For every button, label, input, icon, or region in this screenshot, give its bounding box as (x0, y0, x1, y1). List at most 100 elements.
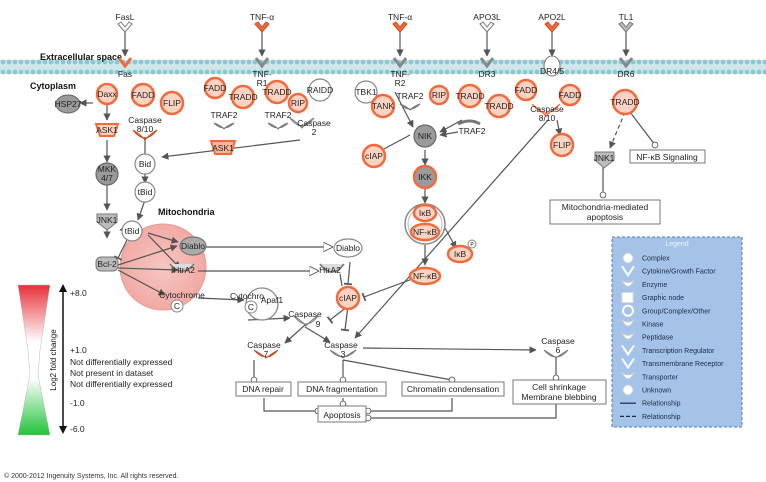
svg-text:TRADD: TRADD (484, 101, 513, 111)
box-cell-shrinkage[interactable]: Cell shrinkage Membrane blebbing (512, 379, 607, 405)
box-dna-repair[interactable]: DNA repair (235, 381, 292, 397)
ligand-apo3l[interactable]: APO3L (473, 12, 501, 33)
svg-text:Relationship: Relationship (642, 401, 681, 408)
node-diablo-1[interactable]: Diablo (179, 236, 207, 256)
node-tbk1[interactable]: TBK1 (354, 80, 378, 104)
ligand-tnfa-1[interactable]: TNF-α (250, 12, 274, 33)
fold-change-scale: Log2 fold change +8.0 +1.0 Not different… (17, 284, 173, 436)
svg-text:Apaf1: Apaf1 (261, 295, 283, 305)
receptor-dr45[interactable]: DR4/5 (540, 55, 564, 77)
node-jnk1-b[interactable]: JNK1 (594, 151, 615, 169)
node-ciap-1[interactable]: cIAP (361, 143, 387, 169)
node-nik[interactable]: NIK (413, 124, 437, 148)
node-tank[interactable]: TANK (370, 93, 396, 119)
svg-text:NIK: NIK (418, 131, 433, 141)
svg-text:APO2L: APO2L (538, 12, 566, 22)
svg-text:2: 2 (312, 127, 317, 137)
node-traf2-b[interactable]: TRAF2 (211, 110, 238, 130)
svg-text:MKK: MKK (98, 164, 117, 174)
legend-item: Group/Complex/Other (622, 304, 711, 317)
svg-text:FLIP: FLIP (163, 98, 181, 108)
receptor-tnfr1[interactable]: TNF- R1 (252, 57, 272, 88)
node-caspase-7[interactable]: Caspase 7 (247, 340, 281, 359)
node-tradd-5[interactable]: TRADD (610, 88, 640, 116)
node-ikb-1[interactable]: IκB (412, 203, 438, 223)
node-tbid-2[interactable]: tBid (121, 220, 143, 242)
node-daxx[interactable]: Daxx (95, 82, 119, 106)
node-ciap-2[interactable]: cIAP (335, 285, 361, 311)
node-tbid-1[interactable]: tBid (134, 181, 156, 203)
box-apoptosis[interactable]: Apoptosis (317, 405, 367, 423)
legend-item: Transcription Regulator (621, 344, 715, 357)
ligand-tl1[interactable]: TL1 (618, 12, 634, 33)
node-caspase-9[interactable]: Caspase 9 (288, 309, 322, 329)
node-fadd-1[interactable]: FADD (130, 82, 156, 108)
node-caspase-810-b[interactable]: Caspase 8/10 (530, 103, 564, 123)
box-dna-fragmentation[interactable]: DNA fragmentation (297, 381, 387, 397)
node-rip-1[interactable]: RIP (287, 92, 309, 114)
node-fadd-3[interactable]: FADD (515, 78, 538, 102)
node-caspase-3[interactable]: Caspase 3 (324, 340, 358, 359)
svg-text:tBid: tBid (125, 226, 140, 236)
ligand-fasl[interactable]: FasL (116, 12, 135, 33)
box-mito-apoptosis[interactable]: Mitochondria-mediated apoptosis (549, 199, 661, 225)
ligand-apo2l[interactable]: APO2L (538, 12, 566, 33)
node-flip-1[interactable]: FLIP (159, 90, 185, 116)
svg-text:Group/Complex/Other: Group/Complex/Other (642, 308, 711, 315)
node-hsp27[interactable]: HSP27 (55, 94, 82, 114)
scale-tick-5: Not differentially expressed (70, 379, 173, 389)
node-tradd-3[interactable]: TRADD (455, 83, 485, 109)
node-fadd-2[interactable]: FADD (204, 76, 227, 100)
node-rip-2[interactable]: RIP (428, 84, 450, 106)
node-caspase-6[interactable]: Caspase 6 (541, 336, 575, 359)
receptor-dr6[interactable]: DR6 (617, 57, 635, 79)
node-raidd[interactable]: RAIDD (307, 78, 333, 102)
legend-item: Transmembrane Receptor (621, 358, 724, 370)
node-caspase-810-a[interactable]: Caspase 8/10 (128, 115, 162, 141)
node-htra2-a[interactable]: HtrA2 (169, 263, 195, 275)
node-ask1-b[interactable]: ASK1 (209, 140, 237, 155)
receptor-fas[interactable]: Fas (117, 57, 133, 79)
node-bcl2[interactable]: Bcl-2 (95, 256, 119, 272)
svg-text:NF-κB: NF-κB (413, 271, 437, 281)
node-traf2-a[interactable]: TRAF2 (397, 91, 424, 111)
node-cytochrome-c-1[interactable]: Cytochrome C (159, 290, 205, 313)
receptor-dr3[interactable]: DR3 (478, 57, 496, 79)
node-ikb-2[interactable]: IκB P (446, 239, 477, 264)
node-nfkb-2[interactable]: NF-κB (408, 266, 442, 286)
node-traf2-c[interactable]: TRAF2 (265, 110, 292, 130)
node-diablo-2[interactable]: Diablo (333, 238, 363, 258)
node-caspase-2[interactable]: Caspase 2 (289, 117, 331, 137)
receptor-tnfr2[interactable]: TNF- R2 (390, 57, 410, 88)
node-tradd-2[interactable]: TRADD (262, 79, 292, 105)
svg-text:TNF-α: TNF-α (388, 12, 412, 22)
node-jnk1-a[interactable]: JNK1 (96, 213, 118, 231)
svg-text:ASK1: ASK1 (96, 125, 118, 135)
scale-tick-6: -1.0 (70, 398, 85, 408)
node-traf2-d[interactable]: TRAF2 (457, 119, 486, 136)
node-ask1-a[interactable]: ASK1 (94, 123, 120, 137)
svg-text:TRADD: TRADD (228, 92, 257, 102)
node-tradd-4[interactable]: TRADD (484, 93, 514, 119)
box-nfkb-signaling[interactable]: NF-κB Signaling (629, 149, 706, 164)
ligand-tnfa-2[interactable]: TNF-α (388, 12, 412, 33)
legend-item: Cytokine/Growth Factor (621, 265, 716, 278)
svg-text:TL1: TL1 (619, 12, 634, 22)
svg-text:Membrane blebbing: Membrane blebbing (521, 392, 596, 402)
node-bid[interactable]: Bid (134, 153, 156, 175)
svg-text:TRAF2: TRAF2 (459, 126, 486, 136)
svg-text:TRAF2: TRAF2 (397, 91, 424, 101)
node-fadd-4[interactable]: FADD (559, 83, 582, 107)
svg-text:3: 3 (341, 349, 346, 359)
node-apoptosome[interactable]: Cytochro C Apaf1 (230, 287, 283, 321)
svg-text:C: C (248, 302, 254, 312)
svg-text:Caspase: Caspase (541, 336, 575, 346)
node-mkk47[interactable]: MKK 4/7 (95, 162, 119, 186)
node-nfkb-1[interactable]: NF-κB (409, 222, 441, 242)
svg-text:IKK: IKK (418, 172, 432, 182)
node-ikk[interactable]: IKK (412, 164, 438, 190)
node-tradd-1[interactable]: TRADD (228, 84, 258, 110)
node-htra2-b[interactable]: HtrA2 (319, 263, 345, 275)
node-flip-2[interactable]: FLIP (549, 132, 575, 158)
box-chromatin-condensation[interactable]: Chromatin condensation (401, 381, 505, 397)
